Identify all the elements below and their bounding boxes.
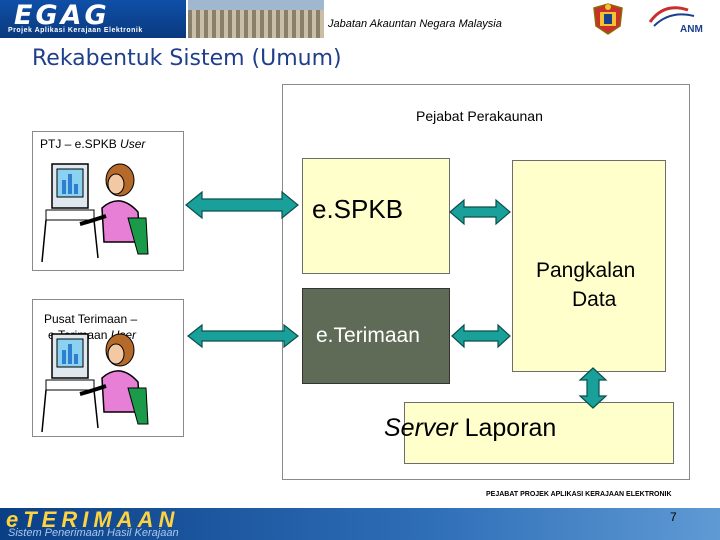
egag-logo-text: EGAG [14,0,110,31]
computer-user-icon [41,333,149,433]
egag-logo-subtitle: Projek Aplikasi Kerajaan Elektronik [8,27,143,34]
egag-logo [0,0,186,38]
double-arrow-icon [185,190,299,220]
double-arrow-icon [187,323,299,349]
eterimaan-label: e.Terimaan [316,324,420,347]
office-label: Pejabat Perakaunan [416,108,543,124]
eterimaan-box [302,288,450,384]
eterimaan-logo-subtitle: Sistem Penerimaan Hasil Kerajaan [8,527,179,539]
database-box [512,160,666,372]
building-sky [188,0,324,10]
agency-name: Jabatan Akauntan Negara Malaysia [328,18,502,30]
ptj-user-label-text: PTJ – e.SPKB [40,137,121,151]
coat-of-arms-icon [593,3,623,35]
ptj-user-label: PTJ – e.SPKB User [40,137,145,151]
report-server-box [404,402,674,464]
double-arrow-vertical-icon [578,367,608,409]
ptj-user-label-italic: User [120,137,146,151]
espkb-box [302,158,450,274]
report-server-label-italic: Server [384,414,458,442]
anm-logo-text: ANM [680,24,703,35]
report-server-label: Server Laporan [384,414,556,443]
database-label-line2: Data [572,288,617,311]
double-arrow-icon [451,323,511,349]
database-label-line1: Pangkalan [536,259,636,282]
pusat-user-label-line1: Pusat Terimaan – [44,312,138,326]
page-title: Rekabentuk Sistem (Umum) [32,46,342,71]
computer-user-icon [41,163,149,263]
eterimaan-logo-text: eTERIMAAN [6,507,180,532]
anm-logo-icon: ANM [648,6,703,35]
espkb-label: e.SPKB [312,194,404,224]
footer-organization: PEJABAT PROJEK APLIKASI KERAJAAN ELEKTRO… [486,491,672,498]
footer-band [0,508,720,540]
ptj-user-panel [32,131,184,271]
page-number: 7 [670,510,677,524]
double-arrow-icon [449,198,511,226]
report-server-label-text: Laporan [457,414,557,442]
